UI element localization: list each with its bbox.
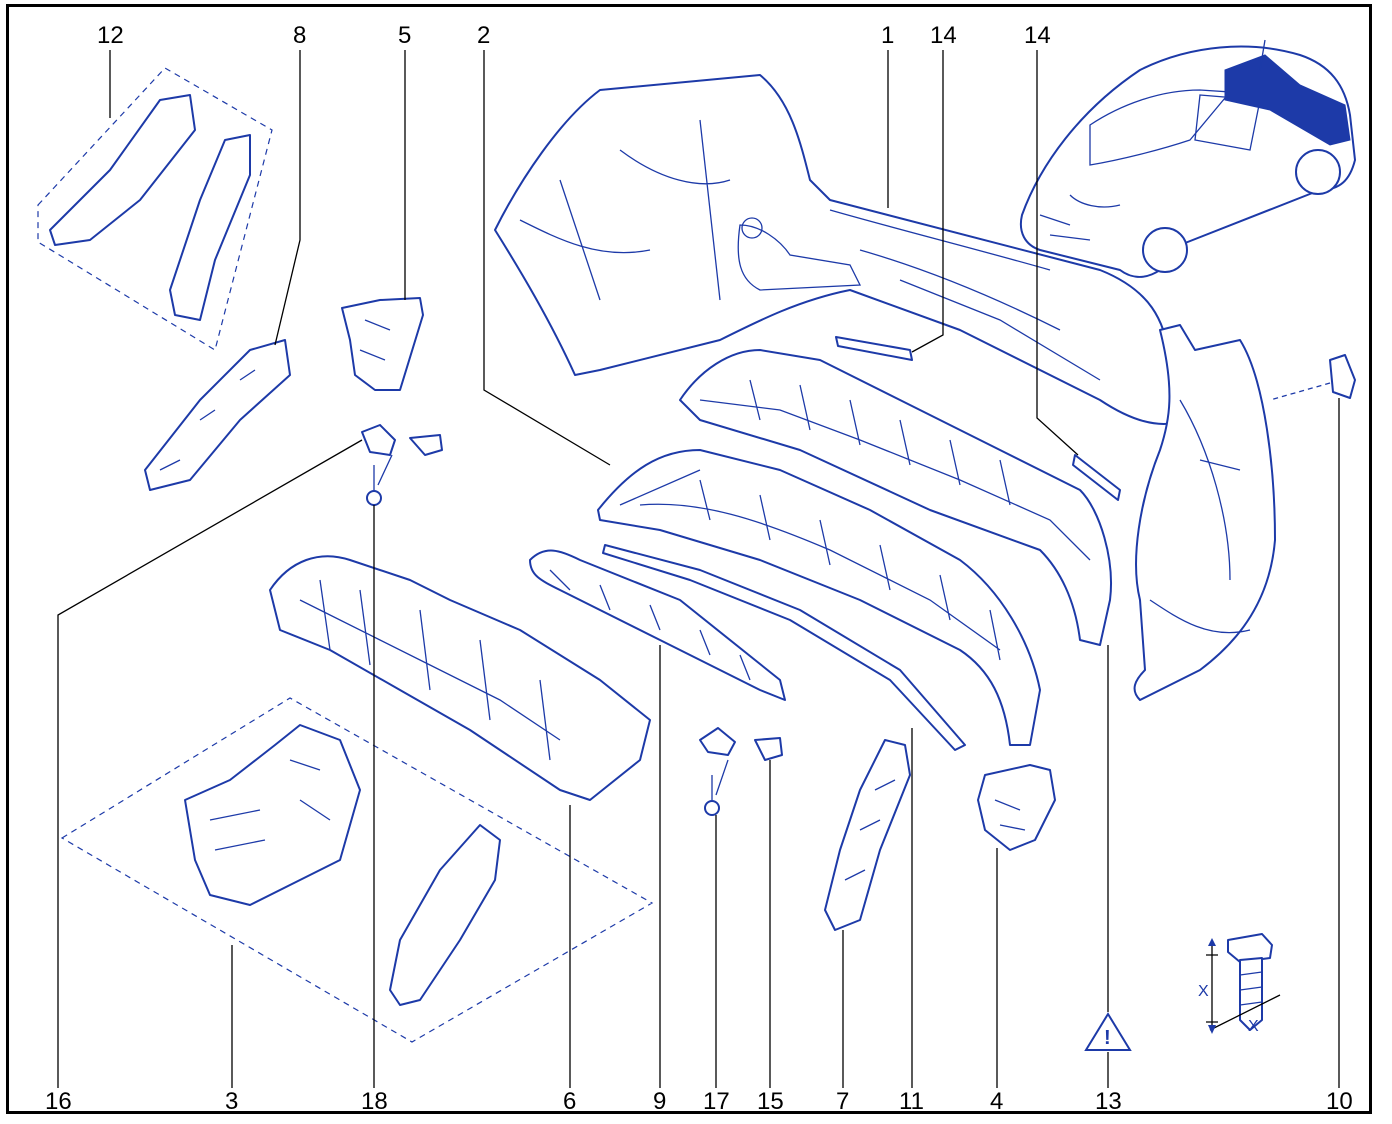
- part-16-18-fasteners-upper: [361, 424, 443, 506]
- leader-lines: [57, 50, 1340, 1088]
- callout-4: 4: [990, 1088, 1004, 1115]
- part-17-15-fasteners-lower: [699, 727, 783, 816]
- callout-3: 3: [225, 1088, 239, 1115]
- callout-7: 7: [836, 1088, 850, 1115]
- car-illustration: [1020, 39, 1356, 278]
- callout-18: 18: [361, 1088, 388, 1115]
- part-7-bracket: [824, 739, 911, 931]
- part-4-bracket: [977, 764, 1056, 851]
- callout-12: 12: [97, 22, 124, 49]
- part-2-upper-absorber: [679, 349, 1112, 646]
- part-8-bracket: [144, 339, 291, 491]
- callout-5: 5: [398, 22, 412, 49]
- callout-6: 6: [563, 1088, 577, 1115]
- part-12-group: [37, 67, 273, 351]
- callout-1: 1: [881, 22, 895, 49]
- part-11-lower-absorber: [597, 449, 1041, 746]
- callout-17: 17: [703, 1088, 730, 1115]
- callout-8: 8: [293, 22, 307, 49]
- callout-2: 2: [477, 22, 491, 49]
- bolt-length-label: X: [1198, 983, 1209, 1000]
- warning-triangle-icon: [1084, 1012, 1132, 1051]
- part-1-corner: [1133, 324, 1276, 701]
- callout-16: 16: [45, 1088, 72, 1115]
- callout-10: 10: [1326, 1088, 1353, 1115]
- part-10-clip: [1269, 354, 1356, 401]
- callout-13: 13: [1095, 1088, 1122, 1115]
- part-14-strips: [835, 336, 1121, 501]
- callout-11: 11: [899, 1088, 924, 1115]
- diagram-frame: [6, 4, 1372, 1114]
- part-3-group: [60, 697, 654, 1043]
- callout-9: 9: [653, 1088, 667, 1115]
- callout-14-right: 14: [1024, 22, 1051, 49]
- callout-15: 15: [757, 1088, 784, 1115]
- part-5-bracket: [341, 297, 424, 391]
- part-9-strip: [602, 544, 966, 751]
- bolt-dimension-icon: [1206, 933, 1281, 1034]
- callout-14-left: 14: [930, 22, 957, 49]
- warning-exclamation: !: [1104, 1027, 1111, 1049]
- bolt-diameter-label: X: [1248, 1018, 1259, 1035]
- part-6-beam: [529, 549, 786, 701]
- part-6-crash-beam: [269, 555, 651, 801]
